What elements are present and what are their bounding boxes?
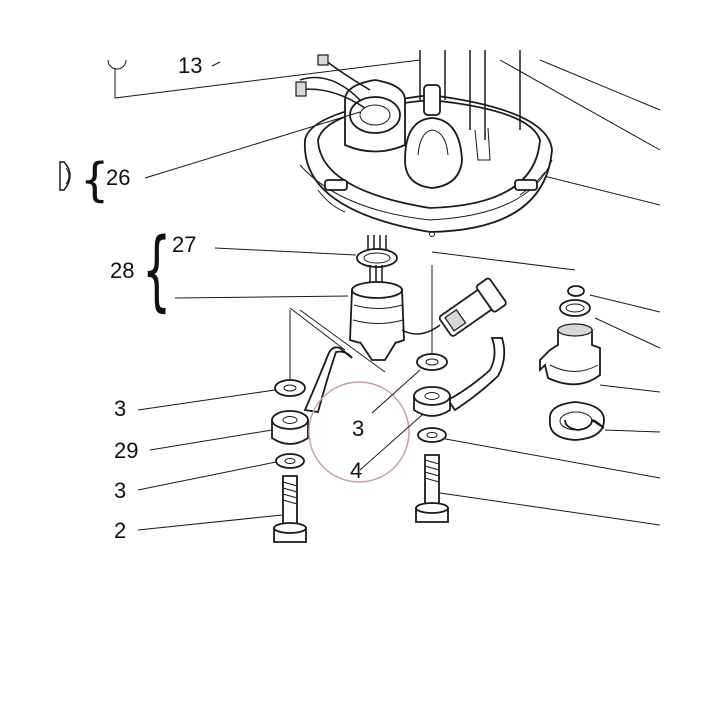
brace-26: { [80,153,109,207]
right-bolt-stack [413,353,451,523]
circle-label-4: 4 [350,458,362,483]
item-13-leader [107,59,421,99]
label-29: 29 [114,438,138,463]
circle-label-4-leader [359,414,423,471]
label-28: 28 [110,258,134,283]
sender-wires [356,235,398,285]
level-sensor [349,277,507,361]
label-13: 13 [178,53,202,78]
label-3-lower: 3 [114,478,126,503]
partial-connector-icon [59,161,71,191]
left-bolt-stack [271,379,309,543]
label-26: 26 [106,165,130,190]
fuel-pump-flange [295,50,553,237]
right-leader-lines [431,59,661,526]
item-26-leader [144,111,361,179]
item-27-leader [214,247,357,256]
label-27: 27 [172,232,196,257]
brace-28: { [142,220,171,321]
pressure-regulator-parts [539,285,605,441]
label-3-upper: 3 [114,396,126,421]
item-28-leader [174,295,349,299]
label-2: 2 [114,518,126,543]
circle-label-3-leader [371,369,421,414]
bracket-and-rods [289,265,506,414]
left-leaders [137,389,283,531]
circle-label-3: 3 [352,416,364,441]
highlight-circle [308,381,410,483]
